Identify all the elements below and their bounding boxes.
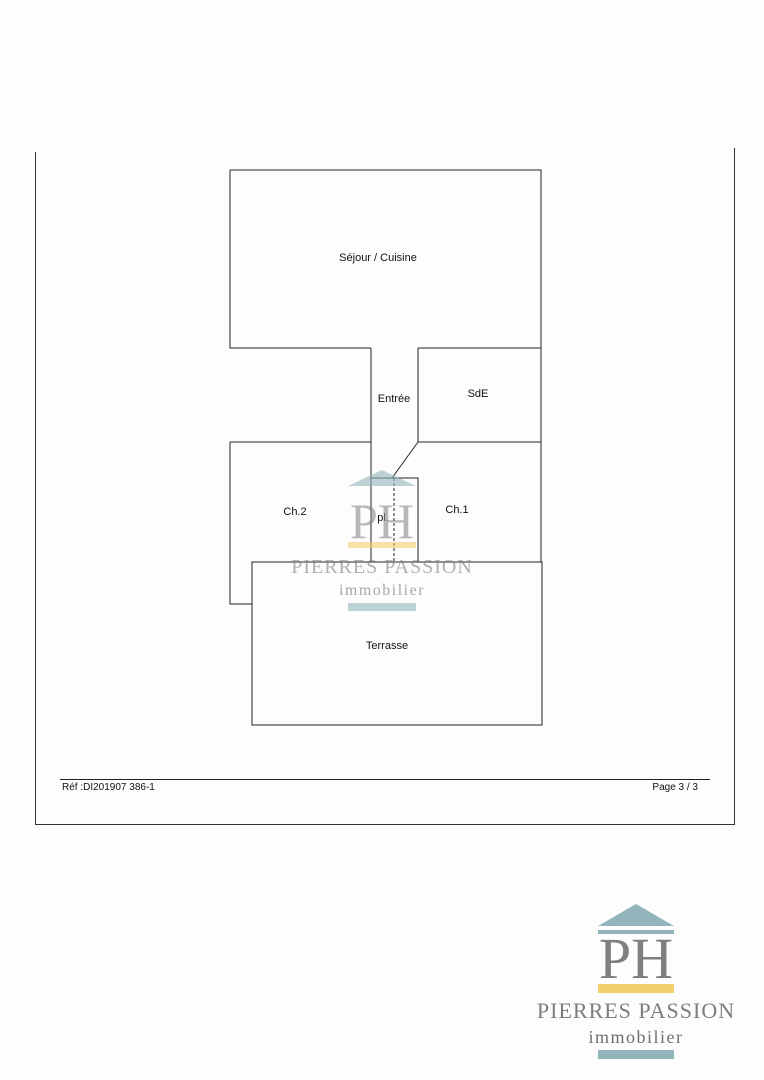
logo-roof-icon — [598, 904, 674, 926]
logo-sub: immobilier — [589, 1027, 684, 1047]
wall-terrasse — [251, 561, 543, 726]
room-label-sejour: Séjour / Cuisine — [339, 252, 417, 264]
door-swing-sde — [391, 441, 419, 479]
page-frame-right — [734, 148, 735, 824]
logo-pillar-left-icon — [598, 930, 674, 934]
logo-underline-icon — [598, 1050, 674, 1059]
room-label-ch2: Ch.2 — [283, 506, 306, 518]
brand-logo: PH PIERRES PASSION immobilier — [537, 904, 735, 1059]
room-label-pl: pl. — [377, 512, 389, 524]
page-frame-bottom — [35, 824, 735, 825]
watermark-monogram-icon: PH — [350, 493, 414, 549]
room-label-entree: Entrée — [378, 393, 410, 405]
watermark-logo: PH PIERRES PASSION immobilier — [291, 470, 473, 611]
wall-sejour — [229, 169, 542, 349]
footer-rule — [60, 779, 710, 780]
wall-ch2 — [229, 441, 371, 605]
logo-bar-icon — [598, 984, 674, 993]
wall-ch1 — [418, 441, 542, 562]
watermark-sub: immobilier — [339, 582, 425, 599]
room-label-ch1: Ch.1 — [445, 504, 468, 516]
watermark-brand: PIERRES PASSION — [291, 556, 473, 578]
logo-brand: PIERRES PASSION — [537, 998, 735, 1023]
room-label-sde: SdE — [468, 388, 489, 400]
page-frame-left — [35, 152, 36, 824]
watermark-underline-icon — [348, 603, 416, 611]
watermark-bar-icon — [348, 542, 416, 548]
footer-reference: Réf :DI201907 386-1 — [62, 782, 155, 793]
watermark-roof-icon — [348, 470, 416, 486]
footer-page-number: Page 3 / 3 — [652, 782, 698, 793]
room-label-terrasse: Terrasse — [366, 640, 408, 652]
logo-monogram-icon: PH — [599, 926, 673, 991]
